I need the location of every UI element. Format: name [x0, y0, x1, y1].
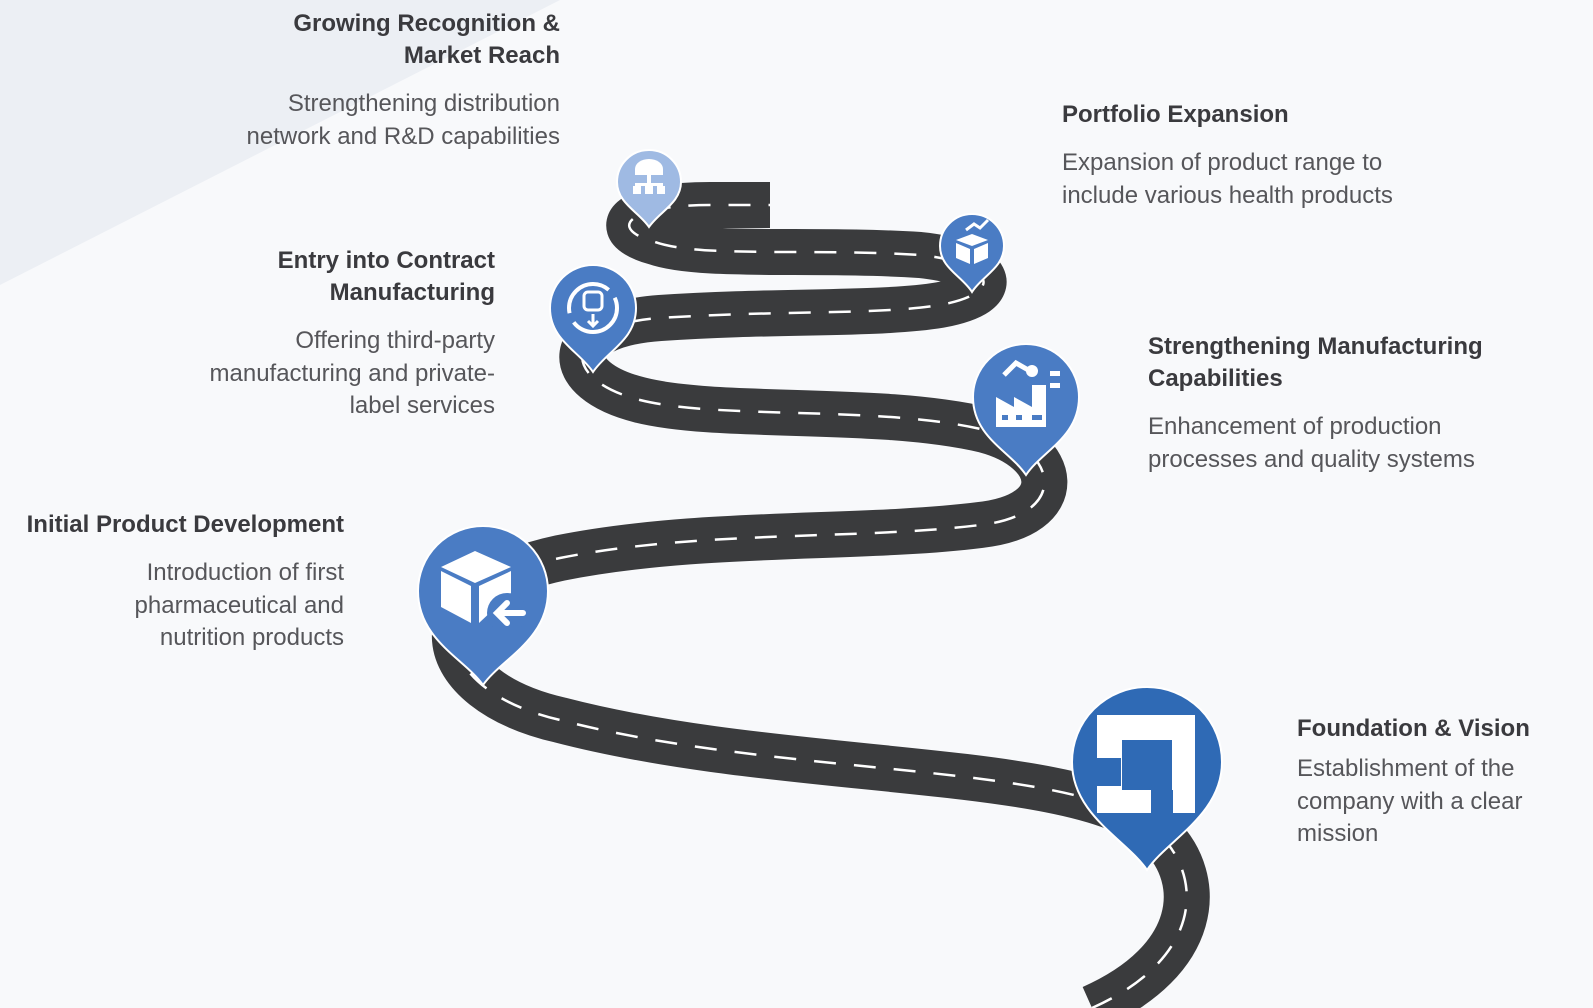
pin-contract [548, 264, 638, 374]
milestone-manufacturing: Strengthening Manufacturing Capabilities… [1148, 331, 1493, 476]
milestone-description: Introduction of first pharmaceutical and… [134, 559, 344, 651]
pin-foundation [1070, 686, 1224, 872]
milestone-contract: Entry into Contract Manufacturing Offeri… [150, 245, 496, 423]
contract-cycle-icon [567, 282, 619, 334]
milestone-title: Initial Product Development [26, 511, 344, 538]
pin-portfolio [938, 213, 1006, 294]
milestone-description: Offering third-party manufacturing and p… [209, 327, 496, 419]
pin-manufacturing [971, 343, 1081, 477]
milestone-description: Establishment of the company with a clea… [1297, 755, 1523, 847]
network-icon [633, 159, 665, 194]
milestone-foundation: Foundation & Vision Establishment of the… [1297, 713, 1582, 851]
factory-robot-icon [996, 359, 1060, 427]
milestone-title: Growing Recognition & Market Reach [293, 10, 560, 69]
milestone-portfolio: Portfolio Expansion Expansion of product… [1062, 99, 1407, 212]
pin-initial-product [416, 525, 550, 687]
milestone-description: Strengthening distribution network and R… [246, 90, 561, 150]
milestone-recognition: Growing Recognition & Market Reach Stren… [230, 8, 561, 153]
road-center-dashes [453, 203, 1188, 1008]
pin-recognition [615, 149, 683, 229]
milestone-title: Portfolio Expansion [1062, 101, 1289, 128]
square-logo-icon [1097, 715, 1195, 814]
box-arrow-icon [441, 551, 527, 633]
milestone-title: Strengthening Manufacturing Capabilities [1148, 333, 1483, 392]
background-wedge [0, 0, 560, 285]
milestone-description: Expansion of product range to include va… [1062, 149, 1393, 209]
milestone-title: Entry into Contract Manufacturing [277, 247, 495, 306]
milestone-initial-product: Initial Product Development Introduction… [0, 509, 344, 655]
box-growth-icon [956, 218, 990, 264]
milestone-description: Enhancement of production processes and … [1148, 413, 1475, 473]
milestone-title: Foundation & Vision [1297, 715, 1530, 742]
